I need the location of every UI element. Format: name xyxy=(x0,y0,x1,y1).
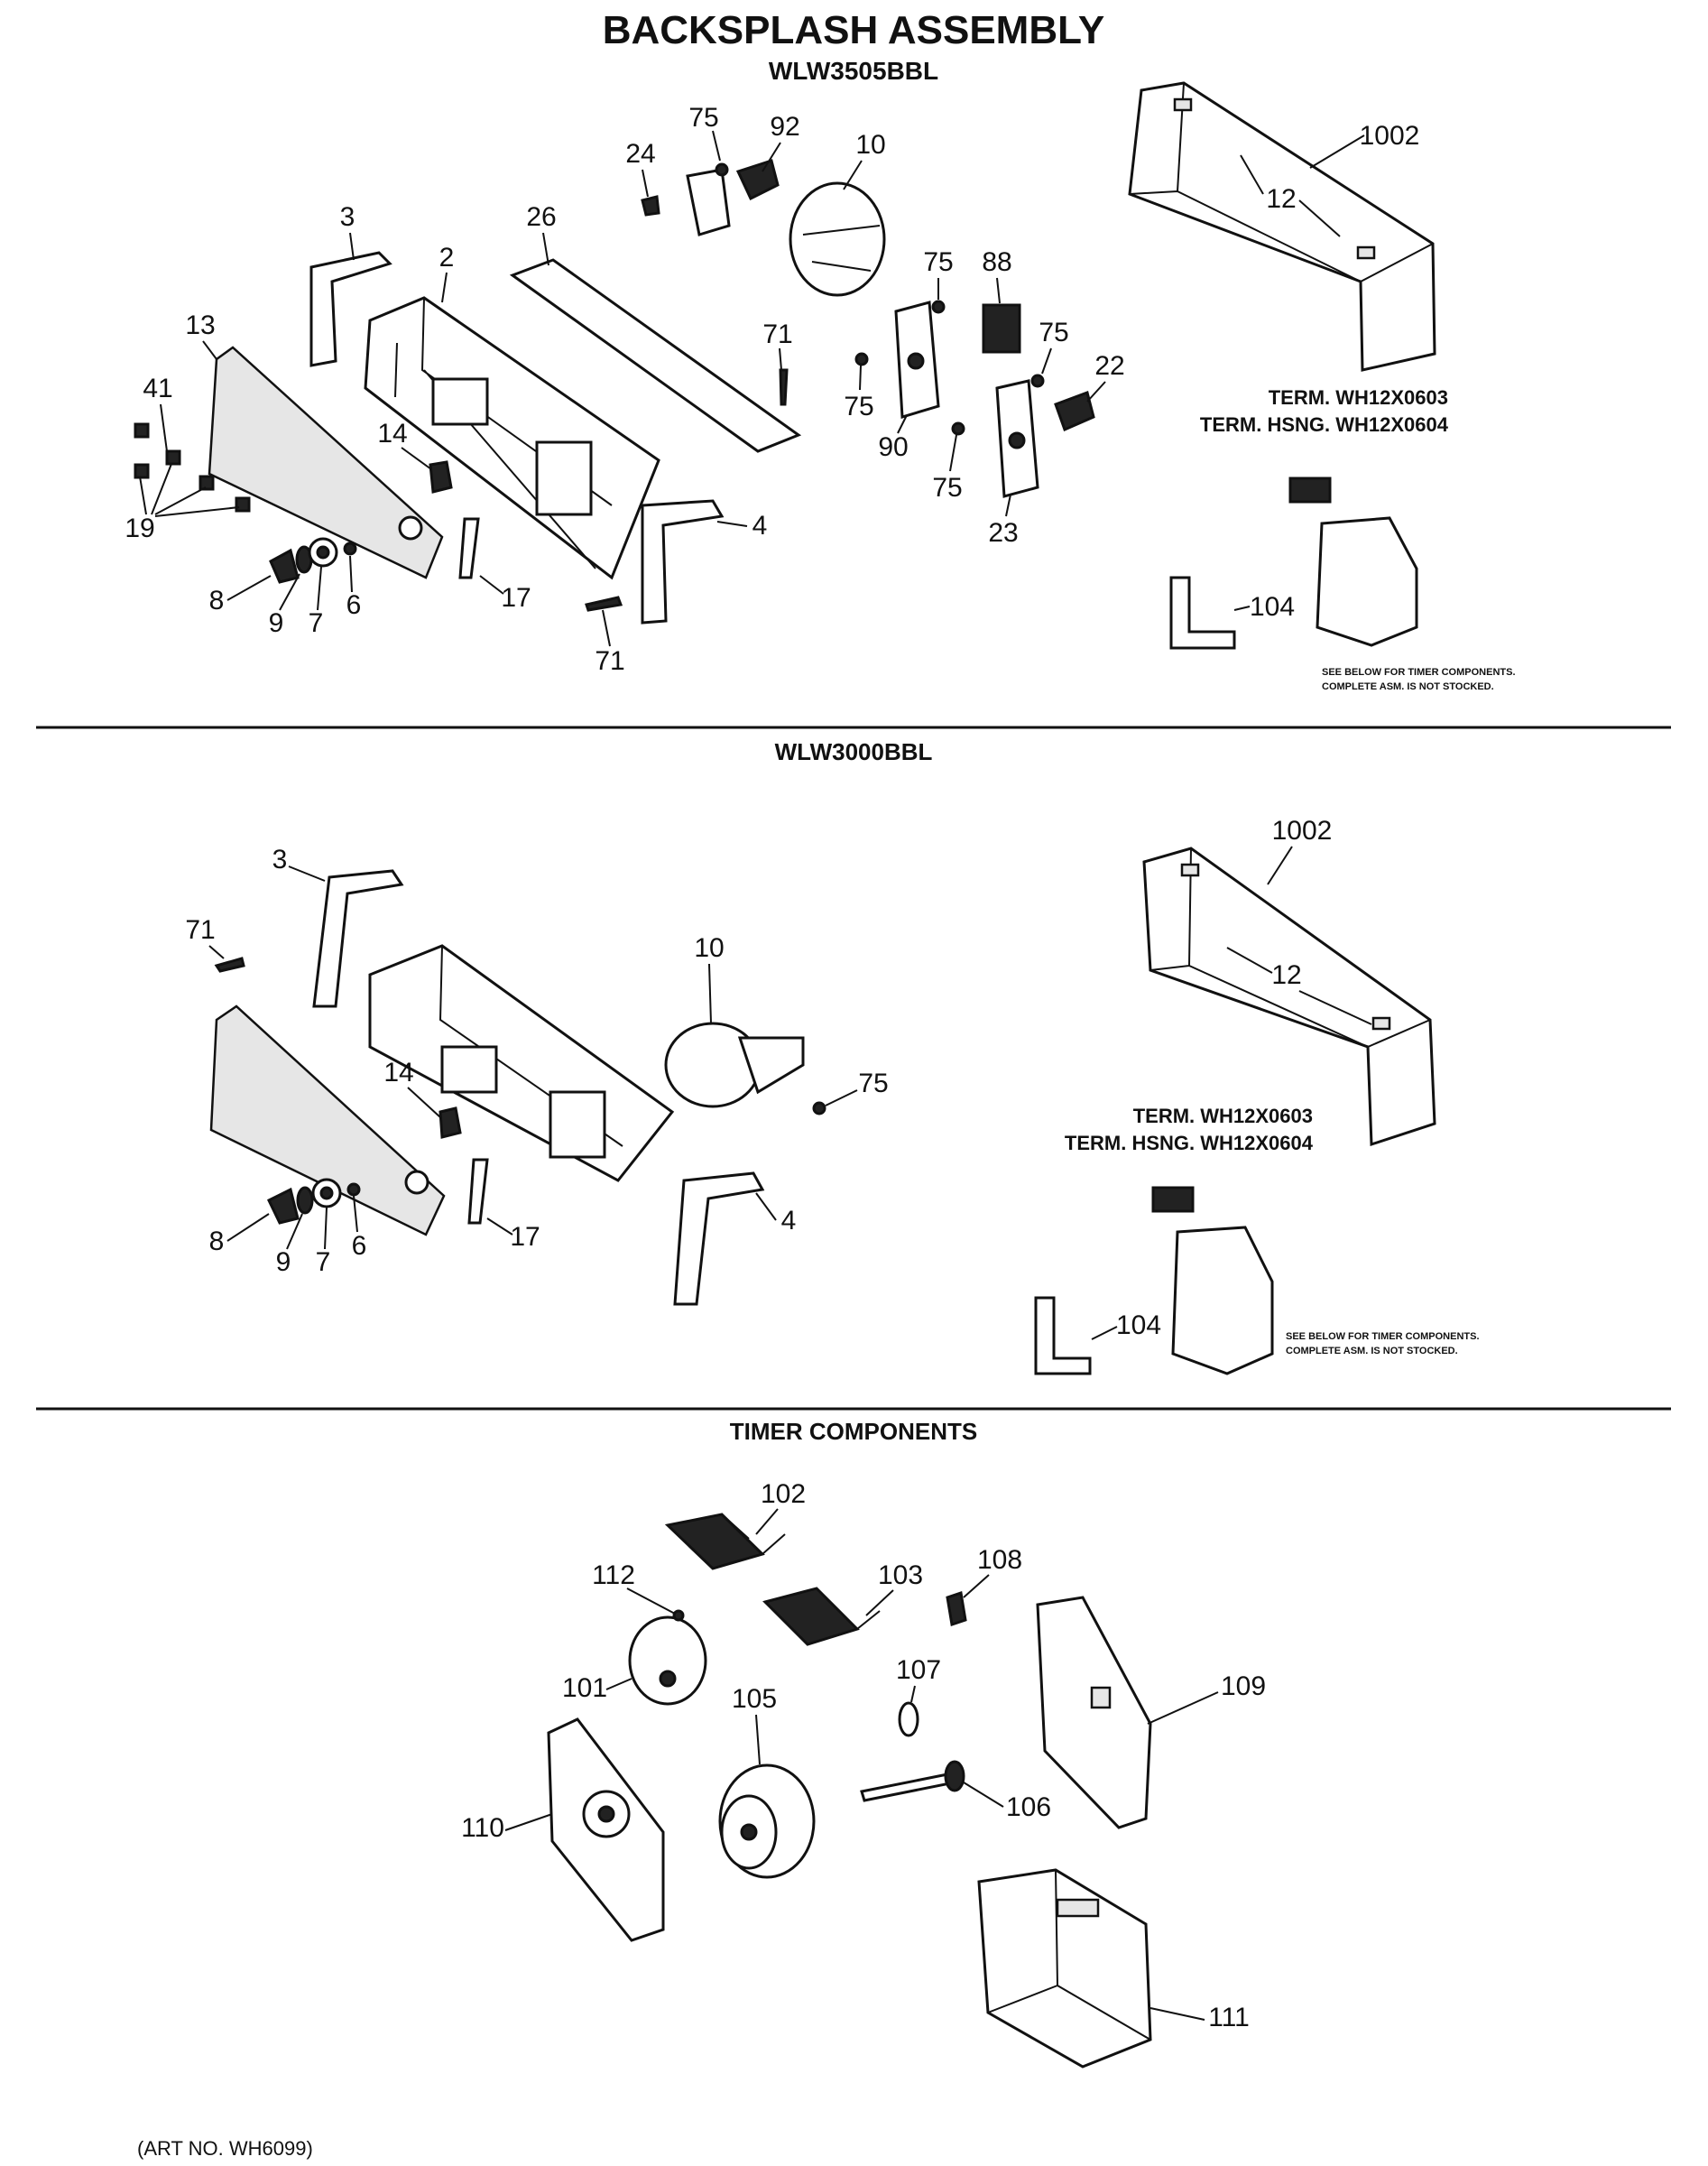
callout-label: 19 xyxy=(125,514,154,543)
terminal-part-number: TERM. WH12X0603 xyxy=(1133,1105,1313,1127)
section-model-wlw3505bbl: WLW3505BBL xyxy=(769,57,938,85)
callout-label: 23 xyxy=(988,518,1018,548)
art-number: (ART NO. WH6099) xyxy=(137,2137,313,2160)
terminal-part-number: TERM. WH12X0603 xyxy=(1269,386,1448,409)
callout-label: 104 xyxy=(1116,1310,1161,1340)
callout-label: 75 xyxy=(688,103,718,133)
callout-label: 71 xyxy=(762,319,792,349)
callout-label: 10 xyxy=(855,130,885,160)
callout-label: 3 xyxy=(272,845,288,875)
callout-label: 9 xyxy=(276,1247,291,1277)
callout-label: 7 xyxy=(316,1247,331,1277)
callout-label: 4 xyxy=(781,1206,797,1236)
callout-label: 8 xyxy=(209,1226,225,1256)
callout-label: 105 xyxy=(732,1684,777,1714)
callout-label: 90 xyxy=(878,432,908,462)
callout-label: 6 xyxy=(346,590,362,620)
callout-label: 109 xyxy=(1221,1671,1266,1701)
timer-note-line-1: SEE BELOW FOR TIMER COMPONENTS. xyxy=(1322,667,1516,678)
terminal-housing-part-number: TERM. HSNG. WH12X0604 xyxy=(1200,413,1449,436)
callout-label: 102 xyxy=(761,1479,806,1509)
section-3-parts xyxy=(547,1513,1152,2069)
callout-label: 71 xyxy=(185,915,215,945)
callout-label: 7 xyxy=(309,608,324,638)
timer-note-line-1: SEE BELOW FOR TIMER COMPONENTS. xyxy=(1286,1331,1480,1342)
callout-label: 14 xyxy=(377,419,407,449)
callout-label: 111 xyxy=(1208,2003,1250,2032)
callout-label: 75 xyxy=(1039,318,1068,347)
section-1-callouts: 75 92 10 24 1002 3 26 2 12 75 88 71 75 2… xyxy=(125,103,1419,676)
callout-label: 24 xyxy=(625,139,655,169)
callout-label: 104 xyxy=(1250,592,1295,622)
callout-label: 14 xyxy=(383,1058,413,1088)
section-3-callouts: 102 112 103 108 101 107 105 109 110 106 … xyxy=(461,1479,1266,2032)
section-2-parts xyxy=(209,847,1436,1375)
callout-label: 110 xyxy=(461,1813,504,1843)
callout-label: 2 xyxy=(439,243,455,273)
callout-label: 107 xyxy=(896,1655,941,1685)
callout-label: 103 xyxy=(878,1560,923,1590)
timer-note-line-2: COMPLETE ASM. IS NOT STOCKED. xyxy=(1322,681,1494,692)
callout-label: 10 xyxy=(694,933,724,963)
callout-label: 1002 xyxy=(1272,816,1333,846)
callout-label: 71 xyxy=(595,646,624,676)
section-model-wlw3000bbl: WLW3000BBL xyxy=(775,738,933,765)
callout-label: 88 xyxy=(982,247,1011,277)
callout-label: 75 xyxy=(858,1069,888,1098)
callout-label: 12 xyxy=(1266,184,1296,214)
callout-label: 92 xyxy=(770,112,799,142)
callout-label: 9 xyxy=(269,608,284,638)
callout-label: 8 xyxy=(209,586,225,616)
callout-label: 17 xyxy=(510,1222,540,1252)
diagram-title: BACKSPLASH ASSEMBLY xyxy=(603,8,1105,52)
callout-label: 106 xyxy=(1006,1792,1051,1822)
terminal-housing-part-number: TERM. HSNG. WH12X0604 xyxy=(1065,1132,1314,1154)
callout-label: 17 xyxy=(501,583,531,613)
section-1-parts xyxy=(134,81,1436,650)
callout-label: 108 xyxy=(977,1545,1022,1575)
callout-label: 13 xyxy=(185,310,215,340)
timer-note-line-2: COMPLETE ASM. IS NOT STOCKED. xyxy=(1286,1346,1458,1356)
callout-label: 6 xyxy=(352,1231,367,1261)
callout-label: 75 xyxy=(932,473,962,503)
callout-label: 75 xyxy=(923,247,953,277)
callout-label: 101 xyxy=(562,1673,607,1703)
terminal-housing-icon xyxy=(1151,1186,1195,1213)
callout-label: 4 xyxy=(752,511,768,541)
callout-label: 75 xyxy=(844,392,873,421)
callout-label: 12 xyxy=(1271,960,1301,990)
callout-label: 112 xyxy=(592,1560,635,1590)
section-title-timer-components: TIMER COMPONENTS xyxy=(730,1418,977,1445)
section-2-callouts: 1002 3 71 10 12 14 75 8 9 7 6 17 4 104 xyxy=(185,816,1372,1340)
callout-label: 1002 xyxy=(1360,121,1420,151)
callout-label: 41 xyxy=(143,374,172,403)
callout-label: 3 xyxy=(340,202,355,232)
callout-label: 22 xyxy=(1094,351,1124,381)
terminal-housing-icon xyxy=(1288,477,1332,504)
callout-label: 26 xyxy=(526,202,556,232)
